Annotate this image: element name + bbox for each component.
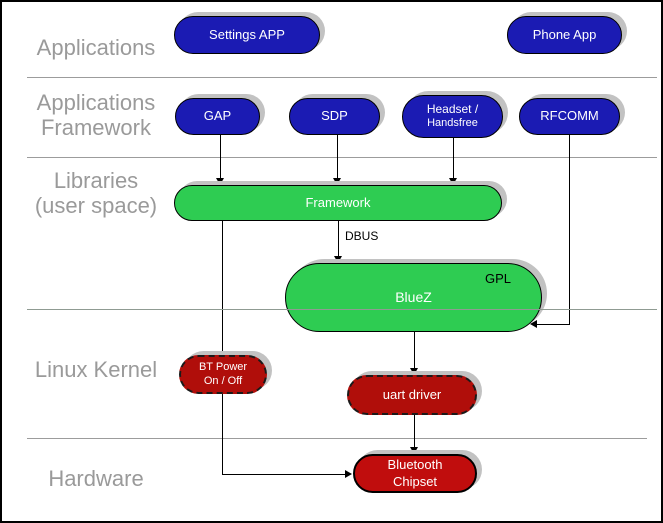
layer-divider-1	[27, 77, 657, 78]
edge-sdp-to-framework-arrowhead	[333, 178, 341, 185]
node-bluez: BlueZ GPL	[285, 263, 542, 332]
edge-gap-to-framework-arrowhead	[216, 178, 224, 185]
node-framework: Framework	[174, 185, 502, 221]
layer-label-app-framework-line1: Applications	[36, 90, 156, 115]
layer-label-libraries-line2: (user space)	[34, 193, 158, 218]
node-settings-app-label: Settings APP	[209, 26, 285, 42]
layer-label-hardware-text: Hardware	[48, 466, 144, 491]
layer-label-libraries: Libraries (user space)	[16, 168, 176, 218]
node-rfcomm-label: RFCOMM	[540, 108, 599, 124]
edge-bluez-to-uart-arrowhead	[410, 368, 418, 375]
edge-uart-to-chipset-line	[414, 415, 415, 448]
node-gap-label: GAP	[203, 108, 232, 124]
node-rfcomm: RFCOMM	[519, 98, 620, 135]
layer-label-applications: Applications	[16, 35, 176, 60]
node-headset-line2: Handsfree	[427, 117, 478, 130]
edge-bluez-to-uart-line	[414, 332, 415, 369]
node-bluez-label: BlueZ	[395, 288, 432, 305]
node-headset-line1: Headset /	[426, 102, 479, 117]
layer-divider-2	[27, 157, 657, 158]
dbus-edge-label: DBUS	[345, 229, 379, 243]
edge-framework-to-bluez-arrowhead	[334, 256, 342, 263]
node-sdp-label: SDP	[321, 108, 348, 124]
edge-framework-to-bluez-line	[338, 221, 339, 257]
node-phone-app: Phone App	[507, 16, 622, 54]
edge-framework-to-chipset-vline	[222, 221, 223, 474]
edge-framework-to-chipset-arrowhead	[345, 470, 352, 478]
node-uart-driver-label: uart driver	[382, 386, 442, 402]
edge-headset-to-framework-line	[453, 137, 454, 180]
edge-rfcomm-to-bluez-arrowhead	[530, 320, 537, 328]
edge-sdp-to-framework-line	[337, 134, 338, 180]
node-framework-label: Framework	[305, 194, 371, 210]
node-gap: GAP	[175, 98, 260, 135]
edge-uart-to-chipset-arrowhead	[410, 447, 418, 454]
node-bluetooth-chipset-line2: Chipset	[392, 473, 438, 489]
node-bt-power: BT Power On / Off	[179, 355, 267, 394]
node-bluetooth-chipset-line1: Bluetooth	[387, 457, 443, 473]
layer-label-linux-kernel-text: Linux Kernel	[34, 357, 158, 382]
node-bt-power-line1: BT Power	[198, 360, 248, 373]
layer-divider-3	[27, 309, 657, 310]
gpl-badge: GPL	[484, 271, 511, 286]
layer-label-hardware: Hardware	[16, 466, 176, 491]
node-sdp: SDP	[289, 98, 380, 135]
node-bluetooth-chipset: Bluetooth Chipset	[353, 454, 477, 493]
node-bt-power-line2: On / Off	[203, 374, 243, 387]
layer-divider-4	[27, 438, 647, 439]
node-settings-app: Settings APP	[174, 16, 320, 54]
edge-rfcomm-to-bluez-vline	[569, 135, 570, 325]
layer-label-app-framework-line2: Framework	[40, 115, 151, 140]
edge-headset-to-framework-arrowhead	[449, 178, 457, 185]
edge-framework-to-chipset-hline	[222, 474, 346, 475]
edge-rfcomm-to-bluez-hline	[536, 324, 570, 325]
edge-gap-to-framework-line	[220, 134, 221, 180]
layer-label-applications-framework: Applications Framework	[16, 90, 176, 140]
layer-label-libraries-line1: Libraries	[53, 168, 139, 193]
node-phone-app-label: Phone App	[532, 26, 597, 42]
layer-label-applications-text: Applications	[36, 35, 156, 60]
layer-label-linux-kernel: Linux Kernel	[16, 357, 176, 382]
node-uart-driver: uart driver	[347, 375, 477, 415]
node-headset-handsfree: Headset / Handsfree	[402, 95, 503, 138]
